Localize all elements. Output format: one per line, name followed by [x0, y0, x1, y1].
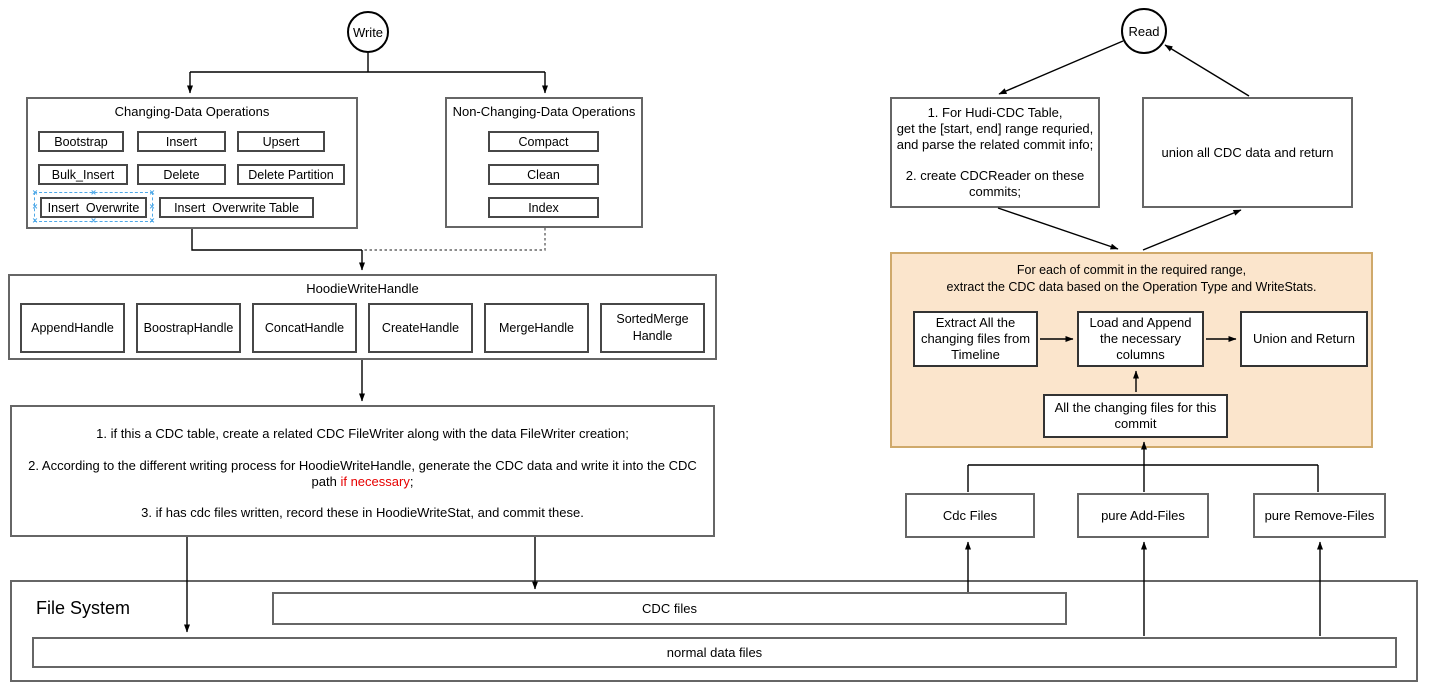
op-label: Compact [518, 134, 569, 149]
read-prepare-node[interactable]: 1. For Hudi-CDC Table, get the [start, e… [890, 97, 1100, 208]
union-return-node[interactable]: Union and Return [1240, 311, 1368, 367]
op-label: Clean [527, 167, 560, 182]
all-changing-files-node[interactable]: All the changing files for this commit [1043, 394, 1228, 438]
op-node-insert[interactable]: Insert [137, 131, 226, 152]
op-node-bulk-insert[interactable]: Bulk_Insert [38, 164, 128, 185]
handle-label: ConcatHandle [264, 321, 345, 335]
op-node-delete-partition[interactable]: Delete Partition [237, 164, 345, 185]
selection-handle-icon[interactable]: × [149, 215, 155, 226]
handle-node-sorted-merge[interactable]: SortedMerge Handle [600, 303, 705, 353]
cdc-step-2-suffix: ; [409, 474, 414, 489]
op-label: Index [528, 200, 559, 215]
prepare-line: 1. For Hudi-CDC Table, [927, 105, 1063, 120]
handle-label: SortedMerge Handle [616, 312, 689, 343]
write-entry-node[interactable]: Write [347, 11, 389, 53]
op-node-insert-overwrite[interactable]: Insert Overwrite [40, 197, 147, 218]
read-entry-label: Read [1128, 23, 1160, 39]
op-label: Bulk_Insert [51, 167, 115, 182]
handle-label: MergeHandle [498, 321, 575, 335]
op-node-compact[interactable]: Compact [488, 131, 599, 152]
pure-add-files-node[interactable]: pure Add-Files [1077, 493, 1209, 538]
hoodie-write-handle-title: HoodieWriteHandle [306, 281, 419, 296]
pure-remove-files-node[interactable]: pure Remove-Files [1253, 493, 1386, 538]
extract-changing-files-node[interactable]: Extract All the changing files from Time… [913, 311, 1038, 367]
cdc-step-3: 3. if has cdc files written, record thes… [141, 505, 584, 520]
handle-node-append[interactable]: AppendHandle [20, 303, 125, 353]
non-changing-ops-title: Non-Changing-Data Operations [452, 104, 636, 119]
op-label: Insert Overwrite [47, 200, 140, 215]
prepare-line: and parse the related commit info; [896, 137, 1094, 152]
cdc-step-2-highlight: if necessary [340, 474, 410, 489]
cdc-files-label: CDC files [642, 600, 697, 616]
cdc-step-1: 1. if this a CDC table, create a related… [96, 426, 629, 441]
op-node-delete[interactable]: Delete [137, 164, 226, 185]
op-label: Delete Partition [248, 167, 334, 182]
selection-handle-icon[interactable]: × [32, 187, 38, 198]
op-label: Insert [165, 134, 198, 149]
op-node-insert-overwrite-table[interactable]: Insert Overwrite Table [159, 197, 314, 218]
cdc-files-group-node[interactable]: Cdc Files [905, 493, 1035, 538]
cdc-files-group-label: Cdc Files [942, 507, 998, 523]
cdc-step-2-text: 2. According to the different writing pr… [28, 458, 697, 489]
op-node-index[interactable]: Index [488, 197, 599, 218]
cdc-step-2: 2. According to the different writing pr… [22, 458, 703, 490]
normal-data-files-node[interactable]: normal data files [32, 637, 1397, 668]
cdc-write-steps-node[interactable]: 1. if this a CDC table, create a related… [10, 405, 715, 537]
op-label: Bootstrap [54, 134, 108, 149]
all-changing-files-label: All the changing files for this commit [1054, 400, 1217, 431]
handle-label: AppendHandle [31, 321, 114, 335]
selection-handle-icon[interactable]: × [32, 201, 38, 212]
selection-overlay[interactable]: × × × × × × × × [32, 187, 154, 225]
normal-data-files-label: normal data files [666, 644, 763, 660]
cdc-files-node[interactable]: CDC files [272, 592, 1067, 625]
prepare-line: get the [start, end] range requried, [896, 121, 1094, 136]
op-label: Delete [163, 167, 200, 182]
handle-label: BoostrapHandle [143, 321, 234, 335]
op-node-bootstrap[interactable]: Bootstrap [38, 131, 124, 152]
union-all-label: union all CDC data and return [1161, 144, 1334, 160]
hoodie-write-handle-group[interactable] [8, 274, 717, 360]
handle-node-merge[interactable]: MergeHandle [484, 303, 589, 353]
selection-handle-icon[interactable]: × [149, 201, 155, 212]
union-all-node[interactable]: union all CDC data and return [1142, 97, 1353, 208]
op-label: Upsert [262, 134, 300, 149]
handle-node-create[interactable]: CreateHandle [368, 303, 473, 353]
write-entry-label: Write [352, 24, 384, 40]
handle-node-concat[interactable]: ConcatHandle [252, 303, 357, 353]
file-system-title: File System [36, 598, 131, 618]
pure-remove-files-label: pure Remove-Files [1264, 507, 1375, 523]
load-label: Load and Append the necessary columns [1089, 315, 1192, 362]
selection-handle-icon[interactable]: × [149, 187, 155, 198]
selection-handle-icon[interactable]: × [32, 215, 38, 226]
op-label: Insert Overwrite Table [174, 200, 299, 215]
op-node-upsert[interactable]: Upsert [237, 131, 325, 152]
per-commit-title-2: extract the CDC data based on the Operat… [946, 280, 1317, 294]
prepare-line: 2. create CDCReader on these [905, 168, 1085, 183]
union-return-label: Union and Return [1253, 331, 1355, 346]
prepare-line: commits; [969, 184, 1021, 199]
per-commit-title-1: For each of commit in the required range… [1016, 263, 1247, 277]
handle-node-boostrap[interactable]: BoostrapHandle [136, 303, 241, 353]
extract-label: Extract All the changing files from Time… [920, 315, 1031, 362]
read-entry-node[interactable]: Read [1121, 8, 1167, 54]
selection-handle-icon[interactable]: × [90, 215, 97, 226]
pure-add-files-label: pure Add-Files [1101, 507, 1185, 523]
op-node-clean[interactable]: Clean [488, 164, 599, 185]
handle-label: CreateHandle [381, 321, 460, 335]
selection-handle-icon[interactable]: × [90, 187, 97, 198]
changing-ops-title: Changing-Data Operations [114, 104, 270, 119]
load-append-node[interactable]: Load and Append the necessary columns [1077, 311, 1204, 367]
